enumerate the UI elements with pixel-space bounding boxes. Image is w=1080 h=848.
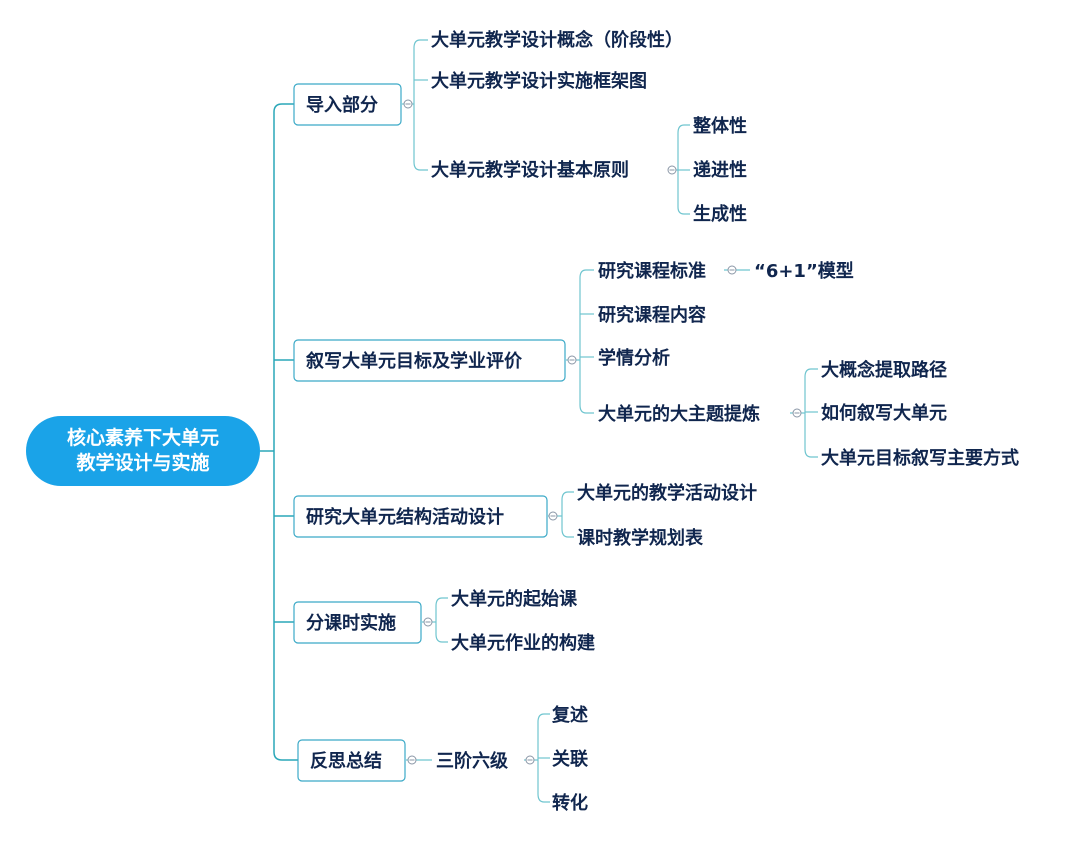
topic-framework[interactable]: 大单元教学设计实施框架图 [431,70,647,92]
topic-curriculum-standard[interactable]: 研究课程标准 [598,260,706,282]
topic-three-stages-six-levels[interactable]: 三阶六级 [436,750,509,772]
branch-box [293,601,422,644]
connector [435,633,448,643]
collapse-toggle-icon[interactable] [423,617,433,627]
collapse-toggle-icon[interactable] [727,265,737,275]
branch-box [293,495,548,538]
level-associate[interactable]: 关联 [552,748,588,770]
branch-goals-children: 研究课程标准 “6+1”模型 研究课程内容 学情分析 大单元的大主题提炼 大概念… [598,260,1019,469]
connector [435,597,448,607]
branch-box [297,739,406,782]
topic-learner-analysis[interactable]: 学情分析 [598,347,670,369]
level-transform[interactable]: 转化 [552,792,588,814]
principle-wholeness[interactable]: 整体性 [692,115,747,137]
branch-label: 研究大单元结构活动设计 [306,506,504,528]
branch-intro-children: 大单元教学设计概念（阶段性） 大单元教学设计实施框架图 大单元教学设计基本原则 … [431,29,747,225]
connector [804,448,818,458]
collapse-toggle-icon[interactable] [667,165,677,175]
branch-reflection[interactable]: 反思总结 [297,739,406,782]
topic-goal-writing-methods[interactable]: 大单元目标叙写主要方式 [821,447,1019,469]
collapse-toggle-icon[interactable] [792,408,802,418]
collapse-toggle-icon[interactable] [525,755,535,765]
branch-goals[interactable]: 叙写大单元目标及学业评价 [293,339,566,382]
topic-principles[interactable]: 大单元教学设计基本原则 [431,159,629,181]
connector [273,751,298,761]
principle-generation[interactable]: 生成性 [693,203,747,225]
root-node-bg [26,416,260,486]
branch-activity-design-children: 大单元的教学活动设计 课时教学规划表 [577,482,757,549]
connector [413,39,428,49]
topic-lesson-planning-table[interactable]: 课时教学规划表 [577,527,704,549]
topic-big-concept-path[interactable]: 大概念提取路径 [821,359,947,381]
branch-box [293,83,402,126]
connector [804,368,818,378]
collapse-toggles [403,99,802,765]
topic-teaching-activity-design[interactable]: 大单元的教学活动设计 [577,482,757,504]
collapse-toggle-icon[interactable] [548,511,558,521]
topic-how-to-write[interactable]: 如何叙写大单元 [821,402,947,424]
topic-theme-extraction[interactable]: 大单元的大主题提炼 [598,403,760,425]
branch-label: 叙写大单元目标及学业评价 [306,350,523,372]
branch-reflection-children: 三阶六级 复述 关联 转化 [436,704,588,814]
connector [677,124,690,134]
connector [579,269,594,279]
branch-lesson-implementation-children: 大单元的起始课 大单元作业的构建 [451,588,595,654]
root-title-line1: 核心素养下大单元 [67,426,219,449]
branch-label: 反思总结 [310,750,382,772]
branch-box [293,339,566,382]
collapse-toggle-icon[interactable] [403,99,413,109]
connector [537,713,550,723]
connector [677,206,690,215]
topic-homework-construction[interactable]: 大单元作业的构建 [451,632,595,654]
connector [537,793,550,803]
connector [561,491,574,501]
root-node[interactable]: 核心素养下大单元 教学设计与实施 [26,416,260,486]
principle-progression[interactable]: 递进性 [693,159,747,181]
collapse-toggle-icon[interactable] [567,355,577,365]
topic-curriculum-content[interactable]: 研究课程内容 [598,304,706,326]
branch-activity-design[interactable]: 研究大单元结构活动设计 [293,495,548,538]
collapse-toggle-icon[interactable] [407,755,417,765]
connector [273,103,294,113]
branch-lesson-implementation[interactable]: 分课时实施 [293,601,422,644]
connector [413,161,428,171]
branch-intro[interactable]: 导入部分 [293,83,402,126]
topic-concept[interactable]: 大单元教学设计概念（阶段性） [431,29,683,51]
connector [561,528,574,538]
topic-6-plus-1-model[interactable]: “6+1”模型 [754,260,854,282]
root-title-line2: 教学设计与实施 [76,451,209,474]
level-retell[interactable]: 复述 [551,704,588,726]
branch-label: 导入部分 [306,94,378,116]
branch-label: 分课时实施 [306,612,396,634]
connector [579,404,594,414]
topic-opening-lesson[interactable]: 大单元的起始课 [451,588,578,610]
